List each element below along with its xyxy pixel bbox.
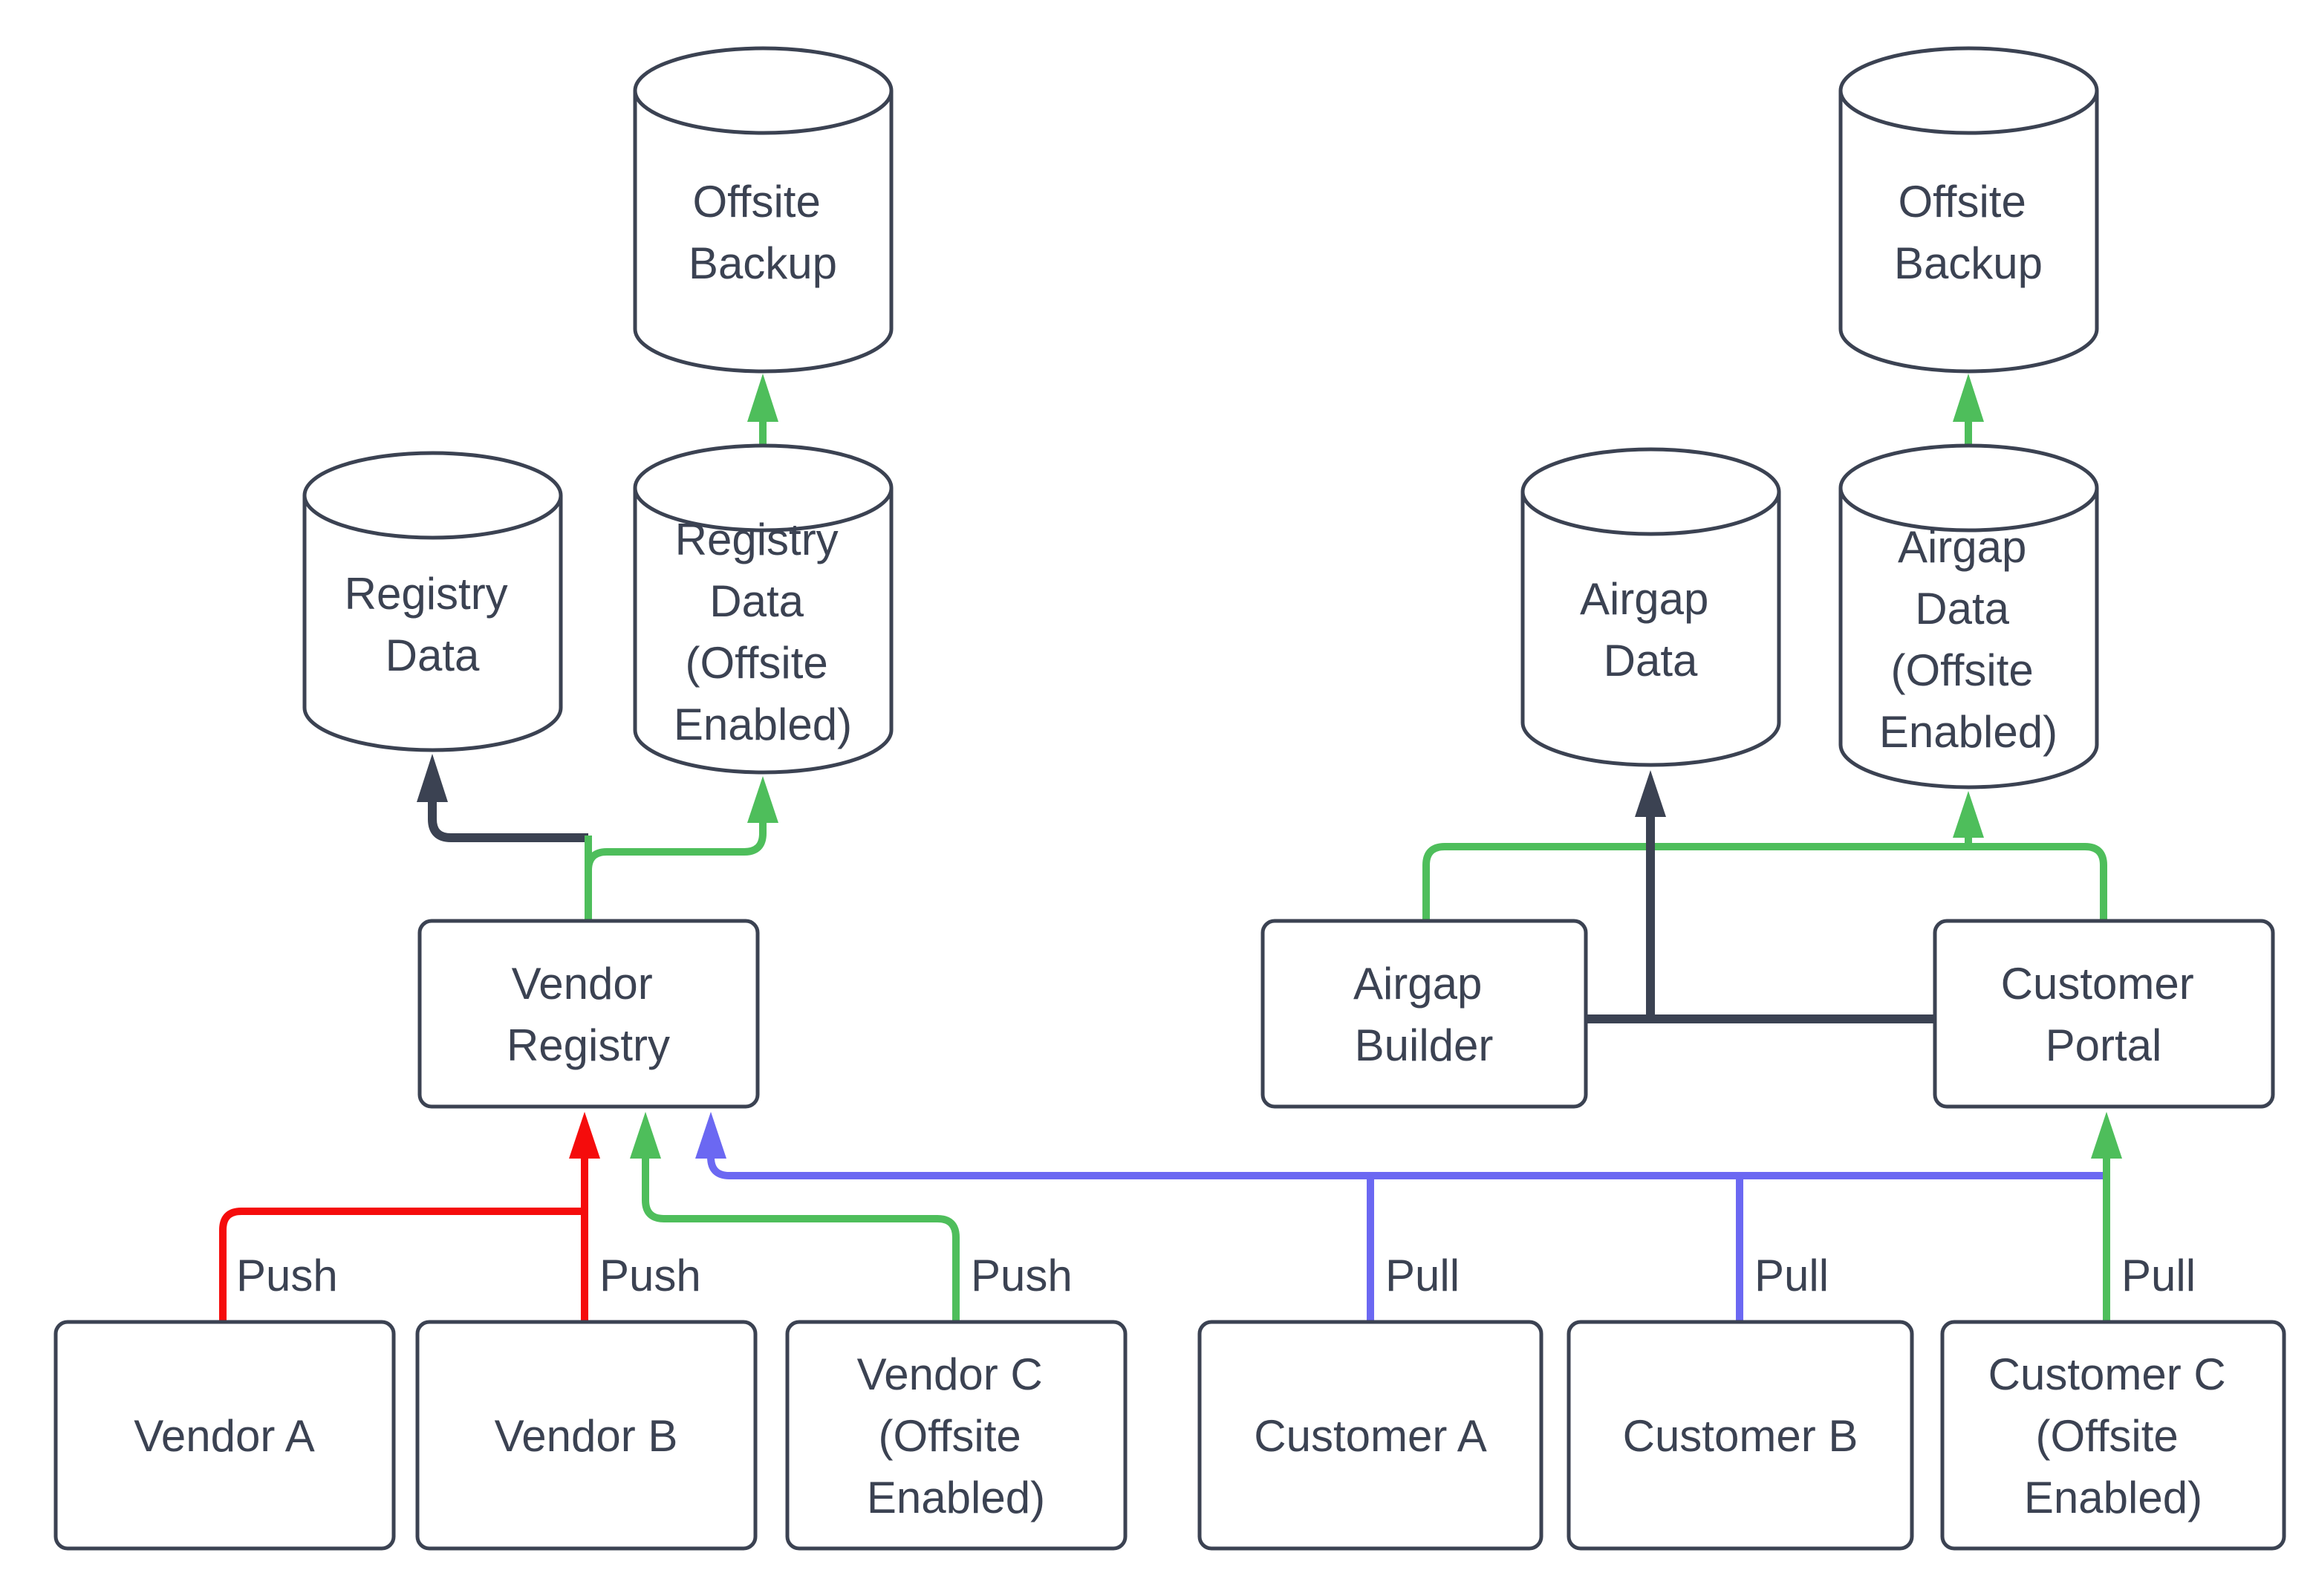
edge-vendor-registry-to-registry-data — [417, 754, 588, 842]
node-offsite-backup-left: Offsite Backup — [633, 46, 894, 374]
customer-c-label: Customer C (Offsite Enabled) — [1988, 1349, 2239, 1522]
customer-a-label: Customer A — [1254, 1411, 1486, 1461]
edge-label-push-vendor-a: Push — [236, 1251, 338, 1300]
edge-registry-data-offsite-to-offsite-backup — [747, 374, 778, 446]
node-customer-a: Customer A — [1197, 1320, 1543, 1551]
arrowhead-up-icon — [1953, 374, 1984, 422]
edge-to-airgap-data-offsite — [1422, 791, 2107, 921]
edge-customers-pull-to-vendor-registry — [695, 1112, 2110, 1322]
node-vendor-c: Vendor C (Offsite Enabled) — [785, 1320, 1128, 1551]
cylinder-top — [633, 46, 894, 135]
cylinder-shape — [1520, 492, 1781, 767]
cylinder-top — [633, 443, 894, 532]
node-registry-data: Registry Data — [302, 451, 563, 752]
node-airgap-builder: Airgap Builder — [1260, 919, 1588, 1109]
cylinder-shape — [633, 488, 894, 775]
cylinder-top — [302, 451, 563, 540]
edge-label-pull-customer-a: Pull — [1385, 1251, 1460, 1300]
vendor-b-label: Vendor B — [495, 1411, 678, 1461]
rect-shape — [785, 1320, 1128, 1551]
customer-portal-label: Customer Portal — [2001, 959, 2207, 1070]
node-vendor-b: Vendor B — [415, 1320, 758, 1551]
edge-vendor-registry-to-registry-data-offsite — [585, 776, 778, 921]
offsite-backup-right-label: Offsite Backup — [1894, 177, 2043, 288]
registry-data-label: Registry Data — [345, 569, 521, 680]
arrowhead-up-icon — [2091, 1112, 2122, 1159]
edge-line — [707, 1156, 2110, 1179]
edge-vendor-a-push — [219, 1208, 585, 1322]
rect-shape — [417, 919, 760, 1109]
airgap-data-label: Airgap Data — [1580, 574, 1721, 685]
edge-vendor-b-push — [569, 1112, 600, 1322]
cylinder-shape — [1838, 91, 2099, 374]
cylinder-shape — [302, 495, 563, 752]
arrowhead-up-icon — [630, 1112, 661, 1159]
edge-label-push-vendor-b: Push — [599, 1251, 701, 1300]
rect-shape — [53, 1320, 396, 1551]
rect-shape — [1260, 919, 1588, 1109]
node-airgap-data-offsite: Airgap Data (Offsite Enabled) — [1838, 443, 2099, 789]
edge-line — [428, 802, 588, 842]
vendor-a-label: Vendor A — [134, 1411, 315, 1461]
rect-shape — [1933, 919, 2275, 1109]
edge-to-airgap-data — [1586, 770, 1935, 1023]
rect-shape — [1197, 1320, 1543, 1551]
offsite-backup-left-label: Offsite Backup — [689, 177, 837, 288]
edge-vendor-c-push — [630, 1112, 960, 1322]
arrowhead-up-icon — [417, 754, 448, 802]
vendor-registry-label: Vendor Registry — [507, 959, 670, 1070]
edge-airgap-data-offsite-to-offsite-backup — [1953, 374, 1984, 446]
cylinder-shape — [1838, 488, 2099, 789]
airgap-data-offsite-label: Airgap Data (Offsite Enabled) — [1879, 522, 2057, 757]
arrowhead-up-icon — [1635, 770, 1666, 817]
arrowhead-up-icon — [747, 374, 778, 422]
edge-line — [1422, 843, 2107, 921]
node-airgap-data: Airgap Data — [1520, 447, 1781, 767]
arrowhead-up-icon — [695, 1112, 726, 1159]
edge-label-push-vendor-c: Push — [971, 1251, 1073, 1300]
node-customer-portal: Customer Portal — [1933, 919, 2275, 1109]
arrowhead-up-icon — [1953, 791, 1984, 838]
node-vendor-a: Vendor A — [53, 1320, 396, 1551]
node-customer-c: Customer C (Offsite Enabled) — [1940, 1320, 2286, 1551]
edge-line — [642, 1159, 960, 1322]
arrowhead-up-icon — [569, 1112, 600, 1159]
arrowhead-up-icon — [747, 776, 778, 823]
customer-b-label: Customer B — [1623, 1411, 1858, 1461]
node-vendor-registry: Vendor Registry — [417, 919, 760, 1109]
rect-shape — [1940, 1320, 2286, 1551]
edge-label-pull-customer-c: Pull — [2121, 1251, 2196, 1300]
cylinder-shape — [633, 91, 894, 374]
edge-line — [585, 823, 767, 871]
node-customer-b: Customer B — [1567, 1320, 1914, 1551]
cylinder-top — [1838, 46, 2099, 135]
node-registry-data-offsite: Registry Data (Offsite Enabled) — [633, 443, 894, 775]
edge-label-pull-customer-b: Pull — [1754, 1251, 1829, 1300]
cylinder-top — [1520, 447, 1781, 536]
registry-data-offsite-label: Registry Data (Offsite Enabled) — [674, 515, 852, 749]
edge-customer-c-pull — [2091, 1112, 2122, 1322]
cylinder-top — [1838, 443, 2099, 532]
airgap-builder-label: Airgap Builder — [1353, 959, 1494, 1070]
node-offsite-backup-right: Offsite Backup — [1838, 46, 2099, 374]
rect-shape — [415, 1320, 758, 1551]
edge-line — [219, 1208, 585, 1322]
rect-shape — [1567, 1320, 1914, 1551]
vendor-c-label: Vendor C (Offsite Enabled) — [857, 1349, 1055, 1522]
